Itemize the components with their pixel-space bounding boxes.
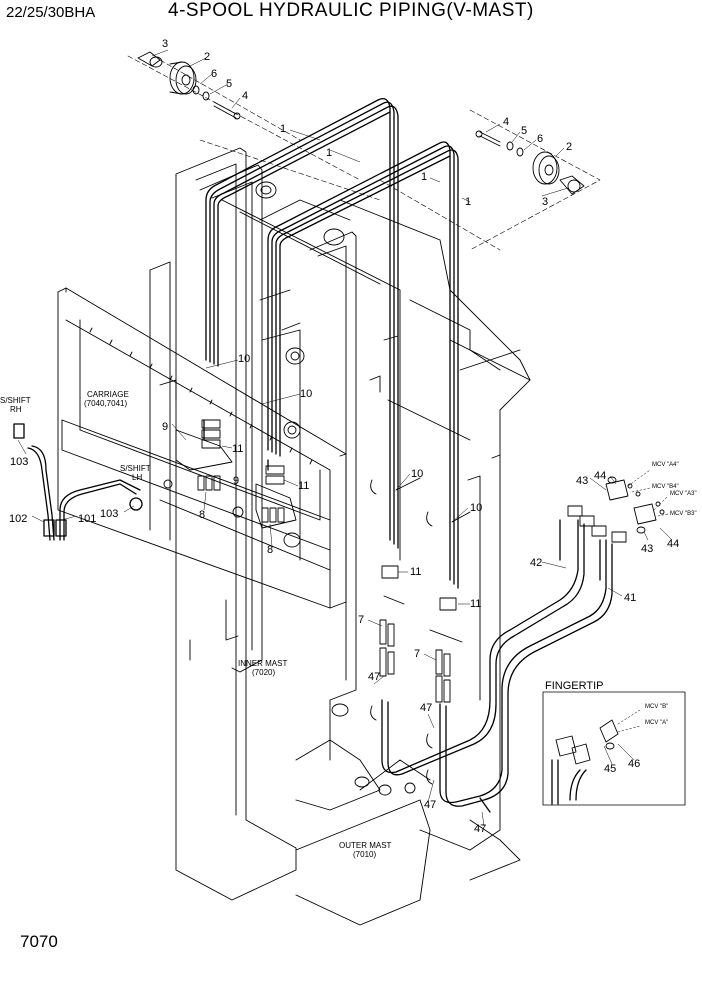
sshift-rh-caption: S/SHIFT	[0, 396, 31, 405]
callout-42: 42	[530, 557, 542, 569]
callout-3-left: 3	[162, 38, 168, 50]
callout-8b: 8	[267, 544, 273, 556]
callout-9a: 9	[162, 421, 168, 433]
callout-4-right: 4	[503, 116, 509, 128]
callout-1b: 1	[326, 147, 332, 159]
callout-7a: 7	[358, 614, 364, 626]
callout-44b: 44	[667, 538, 679, 550]
inner-mast-caption-ref: (7020)	[252, 668, 275, 677]
mcv-b4-label: MCV "B4"	[652, 484, 679, 490]
side-shift-hoses	[13, 423, 143, 541]
carriage-fittings	[163, 419, 285, 523]
outer-mast-caption: OUTER MAST	[339, 841, 392, 850]
mcv-fittings	[567, 469, 669, 543]
callout-41: 41	[624, 592, 636, 604]
callout-2-right: 2	[566, 141, 572, 153]
callout-10a: 10	[238, 353, 250, 365]
callout-6-left: 6	[211, 68, 217, 80]
hose-pulley-right	[475, 130, 585, 195]
hoses-mast	[203, 97, 459, 589]
callout-101: 101	[78, 513, 96, 525]
callout-3-right: 3	[542, 196, 548, 208]
callout-10c: 10	[411, 468, 423, 480]
mcv-a4-label: MCV "A4"	[652, 462, 679, 468]
sshift-lh-caption: S/SHIFT	[120, 464, 151, 473]
callout-11c: 11	[410, 566, 421, 578]
model-code: 22/25/30BHA	[6, 4, 96, 21]
callout-6-right: 6	[537, 133, 543, 145]
callout-7b: 7	[414, 648, 420, 660]
callout-44a: 44	[594, 470, 606, 482]
callout-4-left: 4	[242, 90, 248, 102]
callouts: 3 2 6 5 4 4 5 6 2 3 1 1 1 1 10 10 10 10 …	[9, 38, 679, 835]
inner-mast-caption: INNER MAST	[238, 659, 287, 668]
callout-1c: 1	[421, 171, 427, 183]
callout-11a: 11	[232, 443, 243, 455]
callout-102: 102	[9, 513, 27, 525]
callout-11d: 11	[470, 598, 481, 610]
callout-2-left: 2	[204, 51, 210, 63]
callout-103-rh: 103	[10, 456, 28, 468]
carriage-caption-ref: (7040,7041)	[84, 399, 127, 408]
fingertip-inset	[542, 691, 686, 806]
callout-47b: 47	[420, 702, 432, 714]
captions: CARRIAGE (7040,7041) INNER MAST (7020) O…	[0, 390, 603, 859]
mcv-a3-label: MCV "A3"	[670, 491, 697, 497]
outer-mast-drawing	[175, 147, 531, 926]
callout-9b: 9	[233, 475, 239, 487]
page-number: 7070	[20, 932, 58, 951]
callout-46: 46	[628, 758, 640, 770]
sshift-lh-side: LH	[132, 473, 142, 482]
callout-45: 45	[604, 763, 616, 775]
fingertip-caption: FINGERTIP	[545, 680, 603, 692]
inner-mast-drawing	[199, 164, 501, 761]
callout-8a: 8	[199, 509, 205, 521]
callout-10b: 10	[300, 388, 312, 400]
callout-47d: 47	[474, 823, 486, 835]
callout-5-left: 5	[226, 78, 232, 90]
outer-mast-caption-ref: (7010)	[353, 850, 376, 859]
callout-10d: 10	[470, 502, 482, 514]
mcv-a-label: MCV "A"	[645, 720, 668, 726]
carriage-drawing	[57, 261, 347, 661]
mcv-b-label: MCV "B"	[645, 704, 668, 710]
callout-1d: 1	[465, 196, 471, 208]
callout-43a: 43	[576, 475, 588, 487]
callout-47c: 47	[424, 799, 436, 811]
callout-47a: 47	[368, 671, 380, 683]
hose-pulley-left	[137, 51, 241, 120]
page-title: 4-SPOOL HYDRAULIC PIPING(V-MAST)	[168, 0, 534, 21]
mcv-b3-label: MCV "B3"	[670, 511, 697, 517]
mast-clamps	[370, 477, 471, 785]
callout-11b: 11	[298, 480, 309, 492]
sshift-rh-side: RH	[10, 405, 22, 414]
hoses-to-mcv	[381, 519, 613, 813]
callout-103-lh: 103	[100, 508, 118, 520]
mcv-labels: MCV "A4" MCV "B4" MCV "A3" MCV "B3" MCV …	[645, 462, 697, 726]
callout-43b: 43	[641, 543, 653, 555]
callout-1a: 1	[280, 123, 286, 135]
carriage-caption: CARRIAGE	[87, 390, 129, 399]
callout-5-right: 5	[521, 125, 527, 137]
